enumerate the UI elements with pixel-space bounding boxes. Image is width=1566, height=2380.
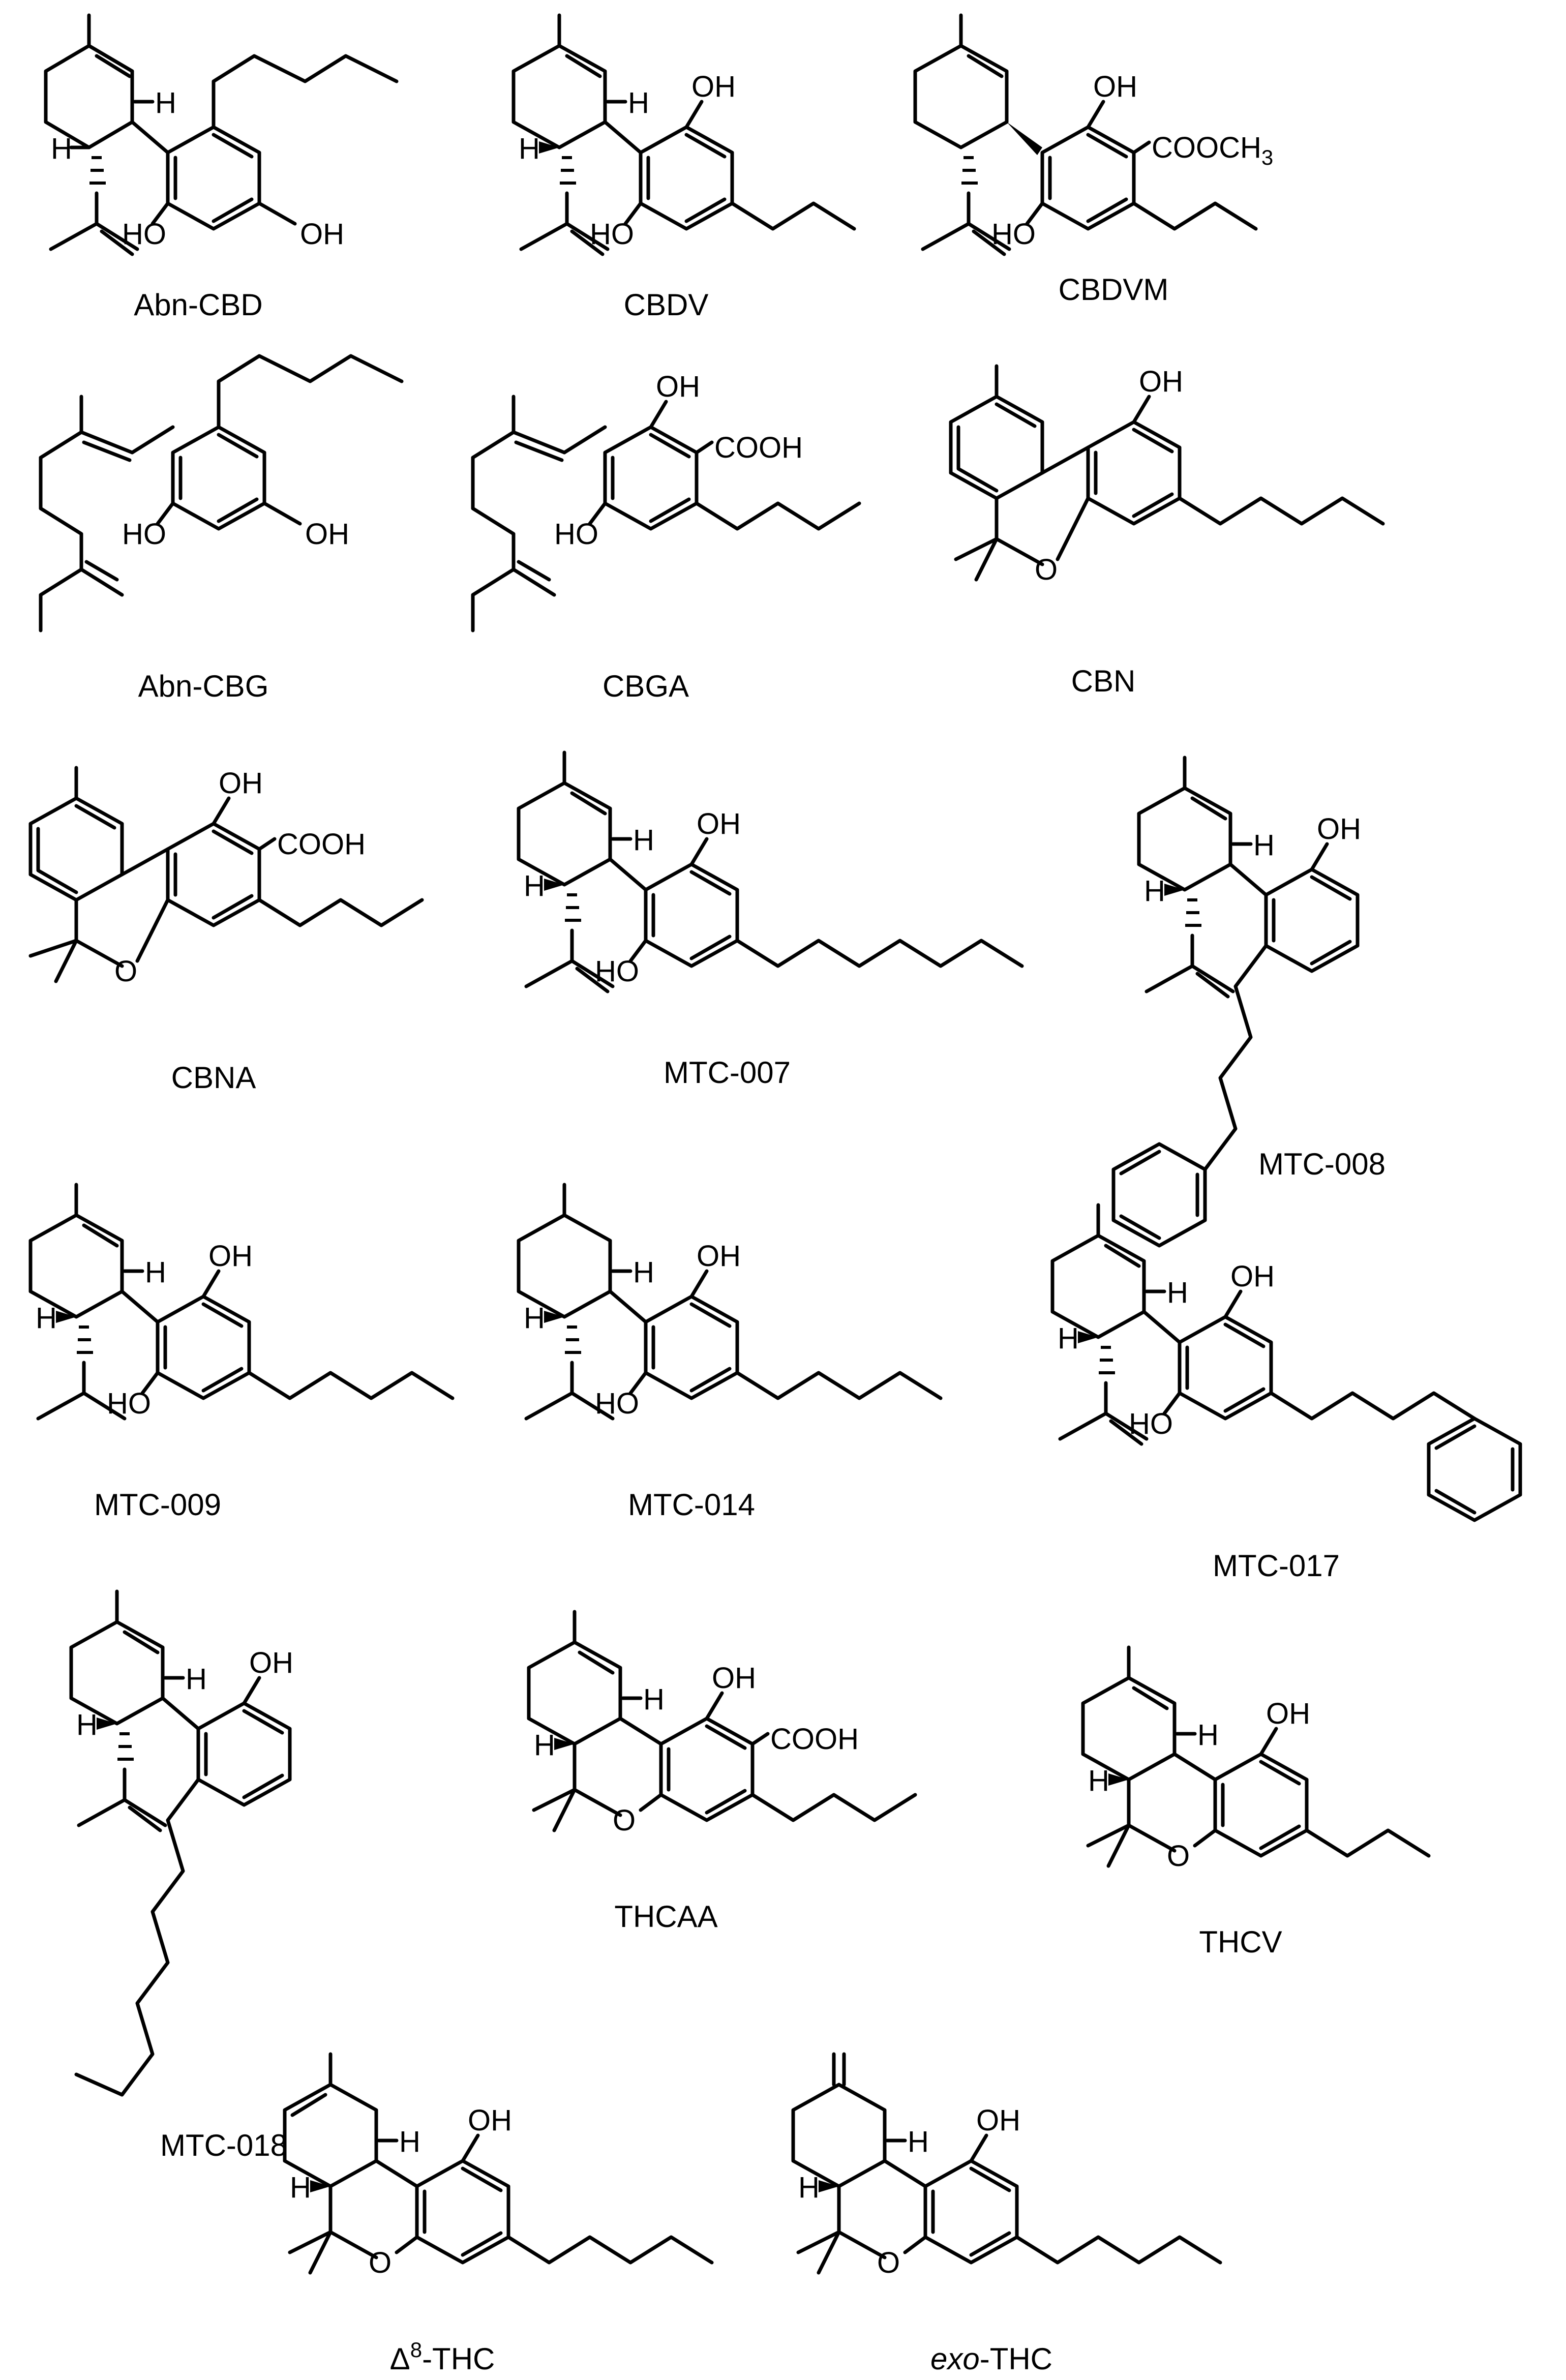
atom-h: H <box>519 132 540 165</box>
atom-h: H <box>1167 1276 1188 1309</box>
atom-h: H <box>399 2125 420 2158</box>
atom-ho: HO <box>554 518 598 551</box>
atom-ho: HO <box>991 218 1036 251</box>
atom-h: H <box>186 1663 207 1696</box>
atom-h: H <box>36 1302 57 1335</box>
compound-name-abn-cbd: Abn-CBD <box>134 288 262 322</box>
atom-oh: OH <box>305 518 349 551</box>
atom-h: H <box>633 824 654 857</box>
structure-thcaa: H H O OH COOH THCAA <box>527 1610 917 1934</box>
atom-o: O <box>114 955 137 988</box>
compound-name-cbdv: CBDV <box>624 288 709 322</box>
atom-h: H <box>290 2171 311 2204</box>
atom-oh: OH <box>1093 70 1137 103</box>
structure-abn-cbd: H H HO OH Abn-CBD <box>44 13 399 322</box>
structure-thcv: H H O OH THCV <box>1081 1645 1431 1959</box>
atom-oh: OH <box>656 370 700 403</box>
atom-h: H <box>1253 829 1275 862</box>
structure-mtc-008: H H OH MTC-008 <box>1111 756 1386 1248</box>
atom-oh: OH <box>249 1646 293 1679</box>
atom-oh: OH <box>219 767 263 800</box>
atom-oh: OH <box>1317 812 1361 846</box>
atom-h: H <box>643 1683 665 1716</box>
atom-o: O <box>1167 1840 1190 1873</box>
atom-h: H <box>524 869 545 902</box>
atom-o: O <box>613 1804 636 1837</box>
structure-mtc-007: H H OH HO MTC-007 <box>517 750 1024 1090</box>
atom-oh: OH <box>208 1240 253 1273</box>
compound-name-abn-cbg: Abn-CBG <box>138 669 269 703</box>
atom-oh: OH <box>691 70 736 103</box>
atom-cooh: COOH <box>714 431 803 464</box>
atom-cooh: COOH <box>277 828 366 861</box>
structure-mtc-009: H H OH HO MTC-009 <box>28 1183 455 1522</box>
compound-name-cbna: CBNA <box>171 1061 256 1095</box>
atom-oh: OH <box>468 2104 512 2137</box>
atom-o: O <box>369 2246 392 2279</box>
structure-cbdvm: OH COOCH3 HO CBDVM <box>913 13 1273 307</box>
structure-mtc-014: H H OH HO MTC-014 <box>517 1183 943 1522</box>
compound-name-cbn: CBN <box>1071 664 1136 698</box>
atom-coome: COOCH3 <box>1152 131 1273 169</box>
atom-h: H <box>155 86 176 119</box>
atom-o: O <box>877 2246 900 2279</box>
atom-h: H <box>51 132 72 165</box>
structure-cbga: OH COOH HO CBGA <box>471 370 861 703</box>
atom-h: H <box>798 2171 820 2204</box>
atom-h: H <box>1144 875 1165 908</box>
structure-mtc-018: H H OH MTC-018 <box>69 1589 293 2162</box>
compound-name-mtc-014: MTC-014 <box>628 1488 755 1522</box>
compound-name-mtc-017: MTC-017 <box>1213 1549 1340 1583</box>
compound-name-exo-thc: exo-THC <box>930 2342 1052 2376</box>
atom-oh: OH <box>1230 1260 1275 1293</box>
atom-h: H <box>628 86 649 119</box>
atom-oh: OH <box>976 2104 1020 2137</box>
compound-name-thcaa: THCAA <box>614 1900 717 1934</box>
atom-oh: OH <box>1266 1697 1310 1730</box>
atom-h: H <box>908 2125 929 2158</box>
structure-abn-cbg: HO OH Abn-CBG <box>39 354 404 703</box>
compound-name-delta8-thc: Δ8-THC <box>390 2338 495 2376</box>
atom-h: H <box>76 1708 98 1741</box>
atom-ho: HO <box>107 1387 151 1420</box>
atom-h: H <box>524 1302 545 1335</box>
atom-h: H <box>1058 1322 1079 1355</box>
atom-h: H <box>1088 1764 1109 1797</box>
structure-cbdv: H H OH HO CBDV <box>511 13 856 322</box>
structure-cbn: O OH CBN <box>949 364 1385 698</box>
atom-oh: OH <box>697 807 741 840</box>
atom-ho: HO <box>590 218 634 251</box>
atom-oh: OH <box>1139 365 1183 398</box>
atom-h: H <box>633 1256 654 1289</box>
compound-name-thcv: THCV <box>1199 1925 1282 1959</box>
compound-name-mtc-008: MTC-008 <box>1258 1147 1386 1181</box>
atom-h: H <box>1197 1719 1219 1752</box>
structure-mtc-017: H H OH HO MTC-017 <box>1050 1203 1522 1583</box>
atom-o: O <box>1035 553 1058 586</box>
structure-cbna: O OH COOH CBNA <box>28 766 424 1095</box>
atom-oh: OH <box>697 1240 741 1273</box>
compound-name-mtc-007: MTC-007 <box>664 1056 791 1090</box>
atom-ho: HO <box>595 1387 639 1420</box>
compound-name-cbga: CBGA <box>603 669 689 703</box>
structure-delta8-thc: H H O OH Δ8-THC <box>283 2052 714 2376</box>
structure-exo-thc: H H O OH exo-THC <box>791 2052 1222 2376</box>
atom-h: H <box>534 1729 555 1762</box>
compound-name-mtc-018: MTC-018 <box>160 2128 287 2162</box>
atom-oh: OH <box>712 1662 756 1695</box>
compound-name-mtc-009: MTC-009 <box>94 1488 221 1522</box>
compound-name-cbdvm: CBDVM <box>1059 273 1169 307</box>
atom-h: H <box>145 1256 166 1289</box>
atom-ho: HO <box>595 955 639 988</box>
atom-cooh: COOH <box>770 1723 859 1756</box>
atom-ho: HO <box>1129 1407 1173 1440</box>
atom-oh: OH <box>300 218 344 251</box>
atom-ho: HO <box>122 218 166 251</box>
atom-ho: HO <box>122 518 166 551</box>
